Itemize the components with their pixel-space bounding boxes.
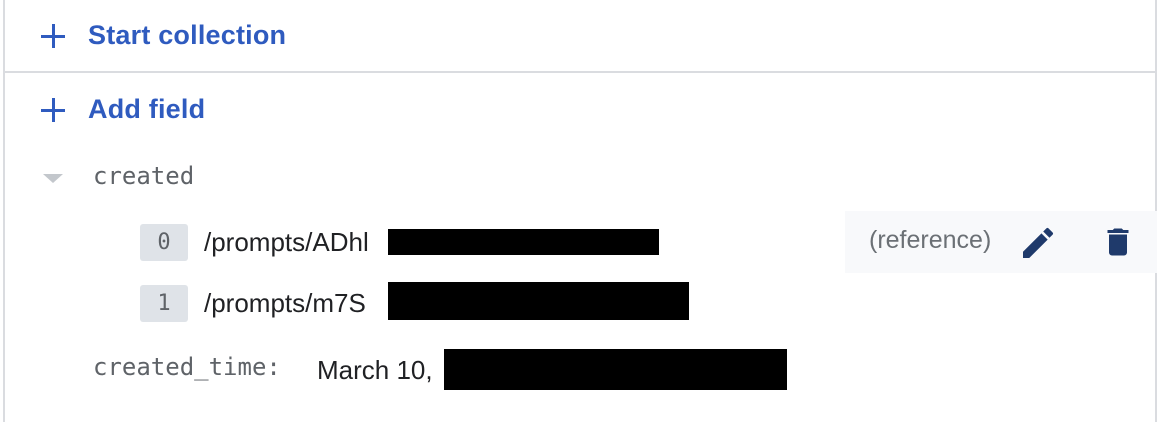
start-collection-label: Start collection <box>88 20 287 50</box>
reference-value: /prompts/ADhl <box>204 227 369 257</box>
add-field-label: Add field <box>88 94 206 124</box>
add-field-button[interactable]: Add field <box>40 94 205 125</box>
trash-icon[interactable] <box>1100 222 1136 262</box>
field-name: created_time: <box>93 353 281 381</box>
array-item-row[interactable]: 1 /prompts/m7S <box>140 285 366 322</box>
redaction-block <box>388 282 689 320</box>
triangle-down-icon[interactable] <box>43 174 63 183</box>
array-index-badge: 0 <box>140 224 188 261</box>
field-name: created <box>93 162 195 190</box>
array-item-row[interactable]: 0 /prompts/ADhl <box>140 224 369 261</box>
timestamp-value: March 10, <box>317 355 433 385</box>
redaction-block <box>388 229 659 255</box>
section-divider <box>3 71 1157 73</box>
plus-icon <box>40 97 66 123</box>
start-collection-button[interactable]: Start collection <box>40 20 286 51</box>
redaction-block <box>444 349 787 390</box>
array-index-badge: 1 <box>140 285 188 322</box>
pencil-icon[interactable] <box>1018 223 1058 263</box>
reference-value: /prompts/m7S <box>204 288 366 318</box>
plus-icon <box>40 23 66 49</box>
row-hover-highlight <box>845 211 1157 273</box>
field-type-label: (reference) <box>869 226 992 254</box>
